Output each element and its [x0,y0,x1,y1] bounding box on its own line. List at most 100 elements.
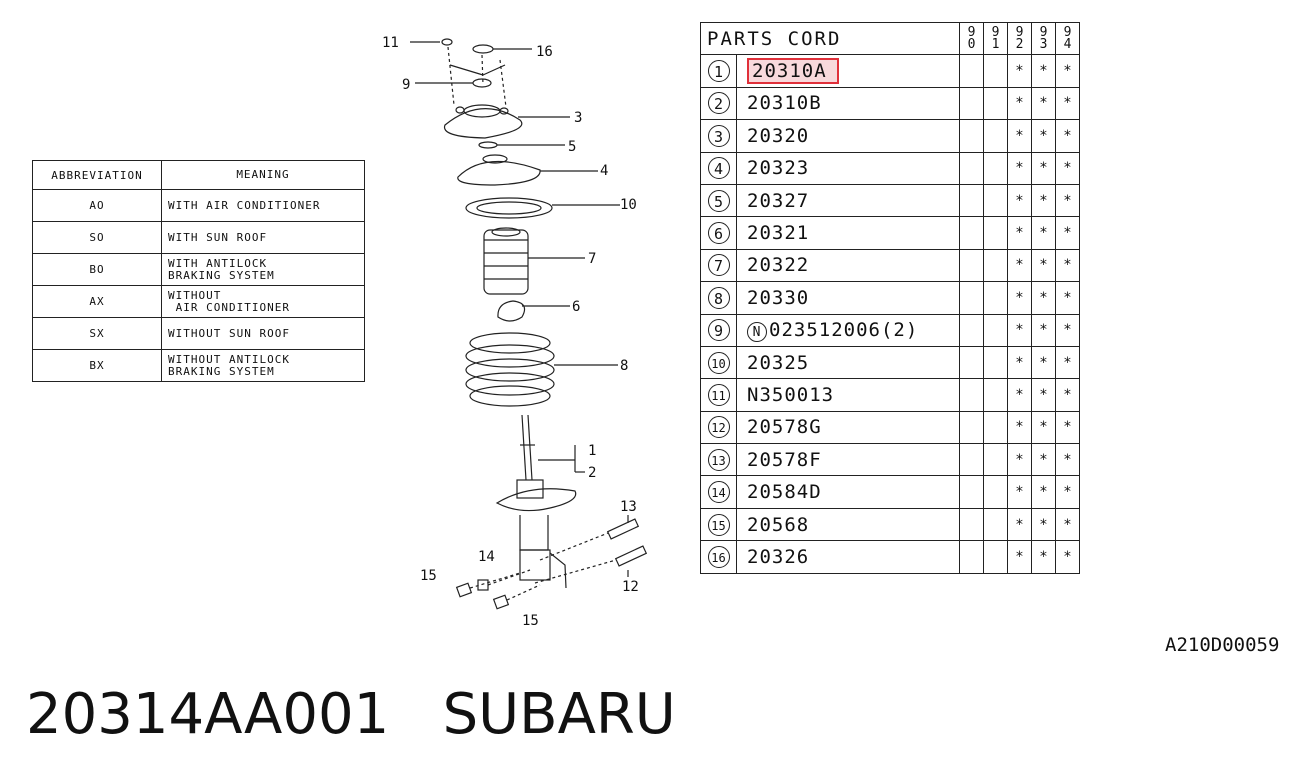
part-code: 20320 [747,124,810,147]
document-id: A210D00059 [1165,634,1280,656]
brand-name: SUBARU [442,682,676,747]
callout-2: 2 [588,465,596,481]
year-applicability [959,540,984,574]
year-applicability: * [1007,54,1032,88]
year-applicability [959,86,984,121]
item-number-cell: 4 [700,151,737,185]
year-applicability: * [1007,313,1032,347]
strut-exploded-diagram: 11 16 9 3 5 4 10 7 6 8 1 2 13 14 15 12 1… [382,35,648,629]
year-applicability: * [1055,151,1080,185]
year-applicability: * [1055,119,1080,153]
abbreviation-meaning: WITHOUT SUN ROOF [161,317,365,350]
part-code: 20578F [747,448,822,471]
year-applicability: * [1031,216,1056,250]
callout-8: 8 [620,358,628,374]
item-number: 10 [707,351,730,374]
item-number: 12 [707,416,730,439]
item-number-cell: 16 [700,540,737,574]
part-code-cell: 20326 [736,540,960,574]
abbreviation-code: BX [32,349,162,382]
year-applicability [983,119,1008,153]
year-applicability [959,216,984,250]
year-applicability: * [1031,507,1056,542]
abbreviation-meaning: WITHOUT AIR CONDITIONER [161,285,365,318]
year-applicability: * [1055,248,1080,283]
meaning-line-1: WITH SUN ROOF [168,230,268,244]
abbreviation-row: SO WITH SUN ROOF [32,221,365,254]
parts-header-row: PARTS CORD 9 0 9 1 9 2 9 3 9 4 [700,21,1080,56]
part-code-cell: 20568 [736,507,960,542]
year-applicability: * [1031,443,1056,477]
parts-code-header: PARTS CORD [700,21,960,56]
year-applicability: * [1007,475,1032,509]
meaning-line-1: WITHOUT SUN ROOF [168,326,290,340]
callout-3: 3 [574,110,582,126]
year-applicability [959,281,984,315]
year-applicability [983,248,1008,283]
item-number: 9 [707,319,730,342]
callout-6: 6 [572,299,580,315]
item-number-cell: 5 [700,183,737,218]
part-code-cell: 20325 [736,345,960,380]
year-applicability: * [1007,378,1032,412]
part-code-cell: 20584D [736,475,960,509]
part-code: 20310B [747,92,822,115]
item-number-cell: 2 [700,86,737,121]
callout-16: 16 [536,44,553,60]
year-applicability: * [1007,540,1032,574]
callout-13: 13 [620,499,637,515]
callout-14: 14 [478,549,495,565]
abbreviation-code: SO [32,221,162,254]
year-applicability [983,378,1008,412]
year-applicability: * [1055,86,1080,121]
item-number: 15 [707,513,730,536]
year-applicability: * [1055,507,1080,542]
item-number-cell: 12 [700,410,737,445]
part-code: 20330 [747,286,810,309]
callout-10: 10 [620,197,637,213]
part-code-cell: 20330 [736,281,960,315]
year-94: 9 4 [1063,24,1072,52]
part-code: N350013 [747,383,835,406]
year-applicability: * [1031,281,1056,315]
part-code-cell: 20578G [736,410,960,445]
year-applicability: * [1055,216,1080,250]
part-code-highlighted[interactable]: 20310A [747,58,839,85]
year-applicability: * [1007,151,1032,185]
year-applicability: * [1031,151,1056,185]
year-applicability: * [1055,378,1080,412]
item-number-cell: 11 [700,378,737,412]
meaning-line-1: WITHOUT [168,288,222,302]
callout-12: 12 [622,579,639,595]
year-applicability [959,507,984,542]
year-applicability: * [1007,183,1032,218]
meaning-line-2: AIR CONDITIONER [168,300,290,314]
year-applicability [983,475,1008,509]
item-number-cell: 7 [700,248,737,283]
part-code-cell: 20322 [736,248,960,283]
year-applicability: * [1007,410,1032,445]
item-number: 14 [707,481,730,504]
abbreviation-meaning: WITH SUN ROOF [161,221,365,254]
year-applicability: * [1055,540,1080,574]
item-number: 3 [707,124,730,147]
